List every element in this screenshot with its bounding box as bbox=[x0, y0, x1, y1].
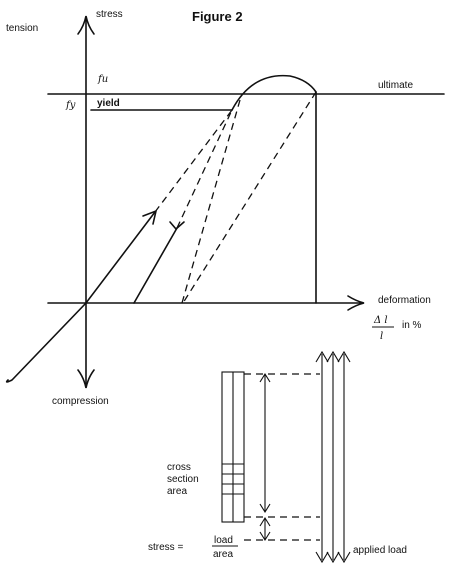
unload-dashed-line-2 bbox=[181, 99, 241, 304]
cross-label: cross bbox=[167, 462, 191, 473]
stress-equation-label: stress = bbox=[148, 542, 183, 553]
reload-line bbox=[133, 227, 178, 304]
delta-l-denominator: l bbox=[380, 331, 383, 342]
load-arrowhead-2-bottom bbox=[326, 551, 340, 564]
fy-mark: fy bbox=[65, 100, 76, 111]
delta-l-numerator: Δ l bbox=[373, 315, 388, 326]
unload-dashed-line bbox=[176, 109, 233, 229]
length-dim-arrow-top bbox=[259, 372, 271, 383]
stress-axis-arrow-up bbox=[77, 15, 95, 35]
compression-label: compression bbox=[52, 396, 109, 407]
load-arrowhead-2-top bbox=[326, 350, 340, 363]
unload-dashed-line-3 bbox=[182, 91, 317, 304]
yield-label: yield bbox=[97, 98, 120, 109]
section-label: section bbox=[167, 474, 199, 485]
load-arrowhead-1-top bbox=[315, 350, 329, 363]
elastic-loading-line bbox=[5, 211, 156, 383]
deformation-label: deformation bbox=[378, 295, 431, 306]
length-dim-arrow-bottom bbox=[259, 503, 271, 514]
stress-axis-label: stress bbox=[96, 9, 123, 20]
deformation-axis-arrow bbox=[347, 295, 365, 311]
unload-arrowhead bbox=[169, 221, 185, 231]
stress-axis-arrow-down bbox=[77, 369, 95, 389]
load-arrowhead-3-bottom bbox=[337, 551, 351, 564]
percent-unit-label: in % bbox=[402, 320, 422, 331]
elongation-dim-arrow-bottom bbox=[259, 531, 271, 542]
figure-title: Figure 2 bbox=[192, 9, 243, 24]
tension-label: tension bbox=[6, 23, 38, 34]
elongation-dim-arrow-top bbox=[259, 516, 271, 527]
ultimate-label: ultimate bbox=[378, 80, 413, 91]
load-arrowhead-3-top bbox=[337, 350, 351, 363]
applied-load-label: applied load bbox=[353, 545, 407, 556]
strain-hardening-curve bbox=[231, 74, 317, 111]
load-numerator: load bbox=[214, 535, 233, 546]
area-label: area bbox=[167, 486, 187, 497]
elastic-dashed-continuation bbox=[154, 109, 233, 213]
load-arrowhead-1-bottom bbox=[315, 551, 329, 564]
fu-mark: fu bbox=[97, 74, 108, 85]
area-denominator: area bbox=[213, 549, 233, 560]
